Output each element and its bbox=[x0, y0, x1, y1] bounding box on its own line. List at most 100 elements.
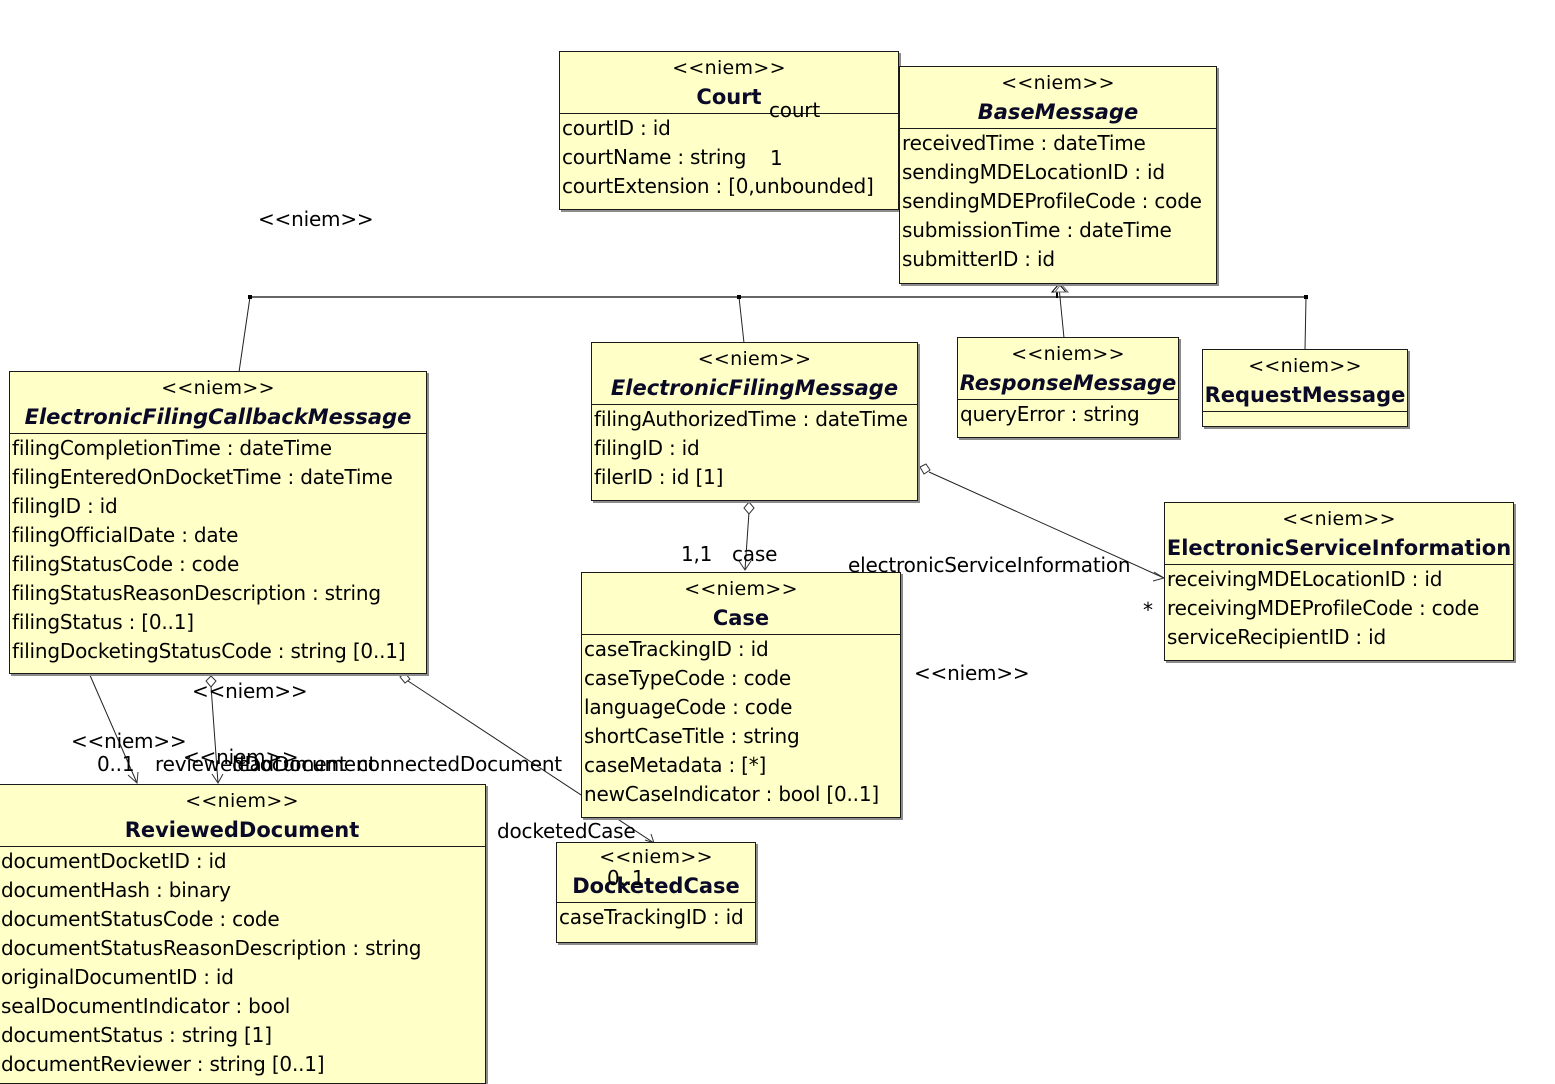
attribute: sendingMDEProfileCode : code bbox=[902, 189, 1202, 213]
attribute-list: documentDocketID : id documentHash : bin… bbox=[0, 847, 485, 1079]
class-electronic-filing-callback-message[interactable]: <<niem>> ElectronicFilingCallbackMessage… bbox=[9, 371, 427, 674]
attribute: caseTrackingID : id bbox=[584, 637, 769, 661]
stereotype-label: <<niem>> bbox=[1282, 508, 1396, 530]
attribute: documentDocketID : id bbox=[1, 849, 227, 873]
attribute-list: caseTrackingID : id bbox=[557, 903, 755, 932]
class-reviewed-document[interactable]: <<niem>> ReviewedDocument documentDocket… bbox=[0, 784, 486, 1084]
attribute: filingEnteredOnDocketTime : dateTime bbox=[12, 465, 393, 489]
attribute: originalDocumentID : id bbox=[1, 965, 234, 989]
generalization-stereotype-label: <<niem>> bbox=[258, 207, 374, 231]
stereotype-label: <<niem>> bbox=[185, 790, 299, 812]
class-name: ElectronicFilingMessage bbox=[610, 376, 899, 400]
attribute-list: queryError : string bbox=[958, 400, 1178, 429]
case-multiplicity-label: 1,1 bbox=[681, 542, 713, 566]
class-header: <<niem>> RequestMessage bbox=[1203, 350, 1407, 412]
attribute-list: filingAuthorizedTime : dateTime filingID… bbox=[592, 405, 917, 492]
gen-line-request bbox=[1304, 296, 1307, 351]
attribute: documentHash : binary bbox=[1, 878, 231, 902]
class-name: RequestMessage bbox=[1204, 383, 1406, 407]
class-header: <<niem>> ReviewedDocument bbox=[0, 785, 485, 847]
attribute: filingAuthorizedTime : dateTime bbox=[594, 407, 908, 431]
attribute: submitterID : id bbox=[902, 247, 1055, 271]
case-aggregation-diamond-icon bbox=[743, 501, 755, 515]
attribute: filingID : id bbox=[12, 494, 118, 518]
stereotype-label: <<niem>> bbox=[684, 578, 798, 600]
attribute: filingOfficialDate : date bbox=[12, 523, 239, 547]
class-name: ReviewedDocument bbox=[124, 818, 360, 842]
attribute: filingID : id bbox=[594, 436, 700, 460]
attribute-list: courtID : id courtName : string courtExt… bbox=[560, 114, 898, 201]
attribute: caseTypeCode : code bbox=[584, 666, 792, 690]
attribute-list: receivedTime : dateTime sendingMDELocati… bbox=[900, 129, 1216, 274]
junction-dot bbox=[248, 295, 252, 299]
gen-line-response bbox=[1058, 286, 1065, 339]
class-name: Court bbox=[696, 85, 762, 109]
attribute: filingStatusReasonDescription : string bbox=[12, 581, 381, 605]
stereotype-label: <<niem>> bbox=[1248, 355, 1362, 377]
docketed-aggregation-diamond-icon bbox=[399, 672, 411, 684]
attribute: filingStatusCode : code bbox=[12, 552, 240, 576]
court-role-label: court bbox=[769, 98, 820, 122]
lead-aggregation-diamond-icon bbox=[205, 675, 217, 688]
class-name: ResponseMessage bbox=[959, 371, 1177, 395]
class-header: <<niem>> BaseMessage bbox=[900, 67, 1216, 129]
class-name: ElectronicFilingCallbackMessage bbox=[24, 405, 412, 429]
attribute: filerID : id [1] bbox=[594, 465, 724, 489]
reviewed-multiplicity-label: 0..1 bbox=[97, 752, 135, 776]
attribute: sealDocumentIndicator : bool bbox=[1, 994, 291, 1018]
attribute: filingDocketingStatusCode : string [0..1… bbox=[12, 639, 406, 663]
junction-dot bbox=[737, 295, 741, 299]
attribute: documentStatusCode : code bbox=[1, 907, 280, 931]
attribute: languageCode : code bbox=[584, 695, 793, 719]
generalization-arrowhead-icon-2 bbox=[1054, 283, 1070, 293]
attribute: sendingMDELocationID : id bbox=[902, 160, 1165, 184]
class-case[interactable]: <<niem>> Case caseTrackingID : id caseTy… bbox=[581, 572, 901, 818]
lead-role-label: leadDocument bbox=[232, 752, 377, 776]
attribute: documentStatusReasonDescription : string bbox=[1, 936, 422, 960]
class-electronic-filing-message[interactable]: <<niem>> ElectronicFilingMessage filingA… bbox=[591, 342, 918, 501]
class-header: <<niem>> ElectronicFilingMessage bbox=[592, 343, 917, 405]
class-base-message[interactable]: <<niem>> BaseMessage receivedTime : date… bbox=[899, 66, 1217, 284]
attribute-list: receivingMDELocationID : id receivingMDE… bbox=[1165, 565, 1513, 652]
esi-aggregation-diamond-icon bbox=[919, 463, 931, 475]
generalization-tree bbox=[238, 283, 1308, 373]
attribute: caseTrackingID : id bbox=[559, 905, 744, 929]
class-header: <<niem>> Case bbox=[582, 573, 900, 635]
esi-association-line bbox=[928, 471, 1165, 579]
attribute: caseMetadata : [*] bbox=[584, 753, 767, 777]
esi-stereotype-label: <<niem>> bbox=[914, 661, 1030, 685]
connected-stereotype-label: <<niem>> bbox=[183, 745, 299, 769]
gen-line-filing bbox=[738, 296, 745, 344]
gen-line-callback bbox=[238, 296, 251, 373]
class-court[interactable]: <<niem>> Court courtID : id courtName : … bbox=[559, 51, 899, 210]
class-header: <<niem>> ResponseMessage bbox=[958, 338, 1178, 400]
attribute-list: filingCompletionTime : dateTime filingEn… bbox=[10, 434, 426, 666]
class-header: <<niem>> DocketedCase bbox=[557, 843, 755, 903]
attribute: receivingMDELocationID : id bbox=[1167, 567, 1443, 591]
stereotype-label: <<niem>> bbox=[1011, 343, 1125, 365]
attribute: filingStatus : [0..1] bbox=[12, 610, 194, 634]
connected-role-label: connectedDocument bbox=[357, 752, 562, 776]
attribute: documentStatus : string [1] bbox=[1, 1023, 272, 1047]
attribute: courtID : id bbox=[562, 116, 671, 140]
stereotype-label: <<niem>> bbox=[599, 846, 713, 868]
attribute: documentReviewer : string [0..1] bbox=[1, 1052, 325, 1076]
class-docketed-case[interactable]: <<niem>> DocketedCase caseTrackingID : i… bbox=[556, 842, 756, 943]
attribute: courtName : string bbox=[562, 145, 747, 169]
reviewed-association-line bbox=[88, 672, 138, 784]
junction-dot bbox=[1304, 295, 1308, 299]
class-header: <<niem>> Court bbox=[560, 52, 898, 114]
attribute: shortCaseTitle : string bbox=[584, 724, 800, 748]
class-request-message[interactable]: <<niem>> RequestMessage bbox=[1202, 349, 1408, 427]
attribute: courtExtension : [0,unbounded] bbox=[562, 174, 874, 198]
class-name: Case bbox=[712, 606, 770, 630]
stereotype-label: <<niem>> bbox=[161, 377, 275, 399]
class-response-message[interactable]: <<niem>> ResponseMessage queryError : st… bbox=[957, 337, 1179, 438]
attribute: receivingMDEProfileCode : code bbox=[1167, 596, 1480, 620]
esi-role-label: electronicServiceInformation bbox=[848, 553, 1131, 577]
class-name: BaseMessage bbox=[977, 100, 1139, 124]
reviewed-arrow-icon bbox=[127, 771, 139, 785]
class-electronic-service-information[interactable]: <<niem>> ElectronicServiceInformation re… bbox=[1164, 502, 1514, 661]
lead-association-line bbox=[210, 685, 219, 784]
class-name: ElectronicServiceInformation bbox=[1166, 536, 1512, 560]
